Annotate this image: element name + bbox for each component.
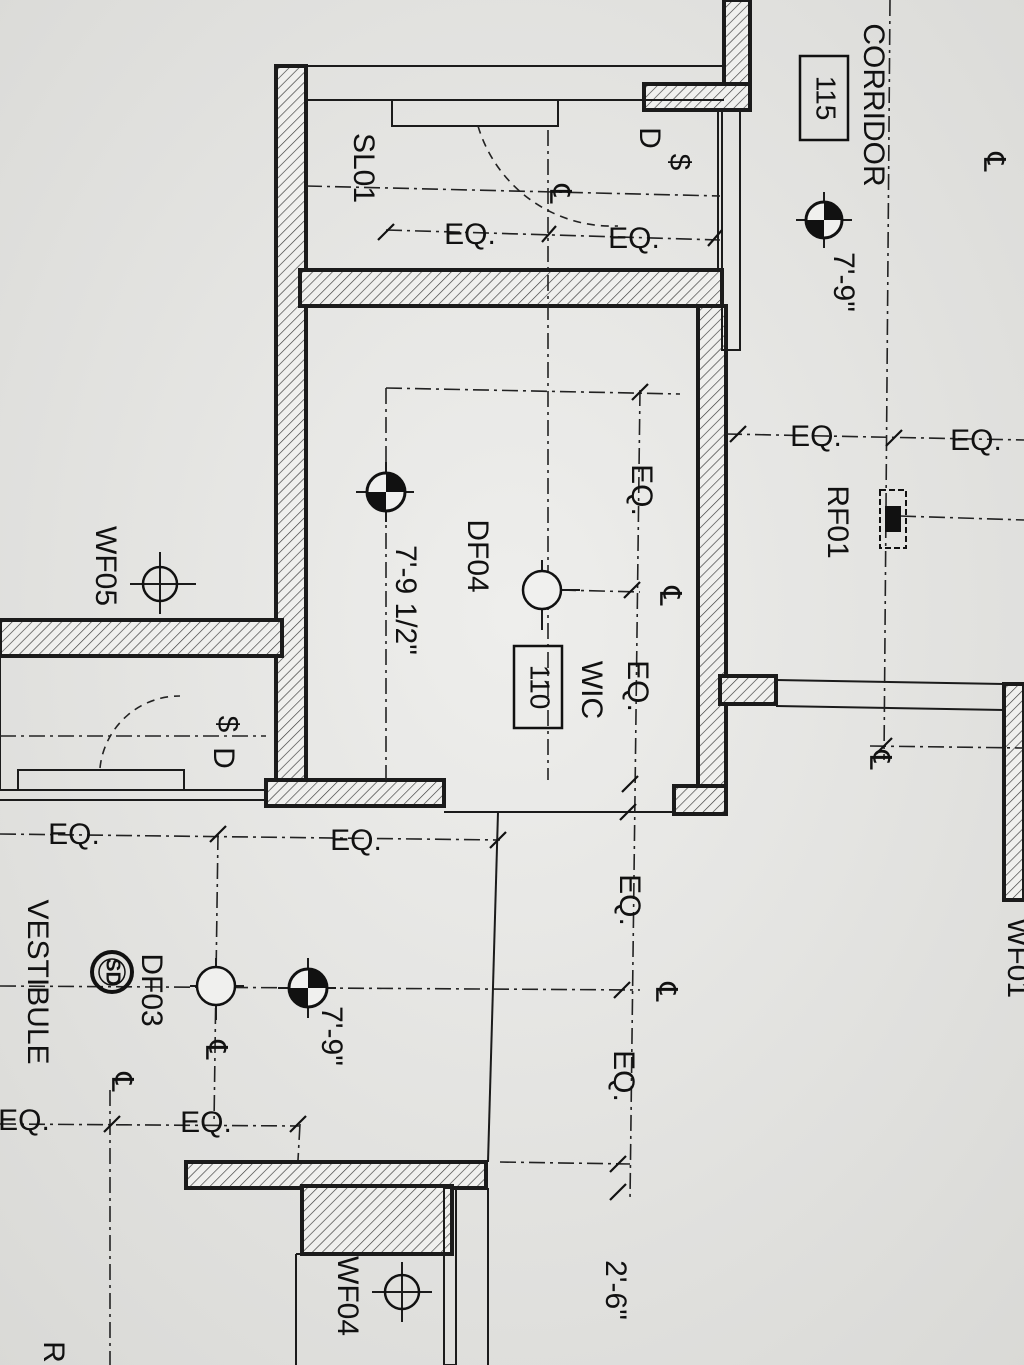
corridor-height-label: 7'-9" [827, 252, 860, 312]
sl01-shelf [391, 99, 559, 127]
rf01-label: RF01 [821, 485, 854, 558]
wic-light-icon [356, 462, 414, 522]
corridor-number-box [798, 54, 850, 142]
corridor-name-label: CORRIDOR [857, 23, 890, 186]
wall-sl01-wic [298, 268, 724, 308]
eq-label-corridor-right: EQ. [950, 424, 1002, 457]
sl01-label: SL01 [347, 133, 380, 203]
wall-wic-right-stub [718, 674, 778, 706]
dimension-ticks [103, 223, 903, 1201]
centerline-symbol-right: ℄ [863, 749, 896, 770]
door-swings [99, 125, 619, 769]
wall-wic-left [274, 64, 308, 806]
switch-symbol-top: $ [663, 154, 696, 171]
wic-number-box [512, 644, 564, 730]
centerline-symbol-vestibule: ℄ [105, 1071, 138, 1092]
wall-wic-bottom-right [672, 784, 728, 816]
wf05-icon [130, 552, 196, 614]
corridor-light-icon [796, 192, 852, 248]
smoke-detector-label: SD [102, 958, 124, 986]
eq-label-sl01-right: EQ. [608, 222, 660, 255]
switch-d-top: D [633, 127, 666, 149]
smoke-detector-icon [90, 950, 134, 994]
wf01-label: WF01 [1001, 918, 1024, 998]
wf04-icon [372, 1262, 432, 1322]
wic-name-label: WIC [575, 661, 608, 719]
centerline-symbol-wic: ℄ [653, 585, 686, 606]
eq-label-bottom-left: EQ. [0, 1104, 50, 1137]
centerline-symbol-corridor: ℄ [977, 151, 1010, 172]
switch-d-vestibule: D [207, 747, 240, 769]
wall-wic-bottom [264, 778, 446, 808]
vestibule-light-icon [278, 958, 336, 1018]
ceiling-symbols [90, 192, 907, 1322]
eq-label-vestibule-left: EQ. [48, 818, 100, 851]
vestibule-height-label: 7'-9" [315, 1006, 348, 1066]
wic-number-label: 110 [525, 665, 556, 710]
eq-label-vestibule-right: EQ. [330, 824, 382, 857]
corridor-number-label: 115 [811, 76, 842, 121]
vestibule-counter [17, 769, 185, 791]
wall-bottom-block [300, 1184, 454, 1256]
switch-symbol-vestibule: $ [211, 716, 244, 733]
wall-wic-right [696, 304, 728, 816]
wall-left-horizontal [0, 618, 284, 658]
df03-label: DF03 [135, 953, 168, 1026]
df03-diffuser-icon [190, 958, 244, 1020]
edge-letter-label: R [37, 1341, 70, 1363]
wall-top-stub [642, 82, 752, 112]
eq-label-wic-lower: EQ. [621, 660, 654, 712]
vestibule-name-label: VESTIBULE [21, 899, 54, 1064]
df04-label: DF04 [461, 519, 494, 592]
wf04-label: WF04 [331, 1256, 364, 1336]
thin-linework [0, 65, 1005, 1365]
dim-two-six-label: 2'-6" [599, 1260, 632, 1320]
rf01-return-icon [879, 489, 907, 549]
eq-label-sl01-left: EQ. [444, 218, 496, 251]
centerline-symbol-lower: ℄ [649, 981, 682, 1002]
plan-labels: CORRIDOR 115 7'-9" SL01 $ D $ D EQ. EQ. … [0, 23, 1024, 1363]
eq-label-right-upper: EQ. [613, 874, 646, 926]
eq-label-corridor-left: EQ. [790, 420, 842, 453]
eq-label-right-lower: EQ. [607, 1050, 640, 1102]
eq-label-wic-upper: EQ. [625, 464, 658, 516]
eq-label-bottom-right: EQ. [180, 1106, 232, 1139]
wall-far-right [1002, 682, 1024, 902]
centerline-symbol-df03: ℄ [199, 1039, 232, 1060]
df04-diffuser-icon [521, 560, 580, 630]
wall-bottom-horizontal [184, 1160, 488, 1190]
wf05-label: WF05 [89, 526, 122, 606]
wall-bottom-post [443, 1187, 457, 1365]
wic-height-label: 7'-9 1/2" [389, 545, 422, 655]
centerline-symbol-sl01: ℄ [543, 183, 576, 204]
